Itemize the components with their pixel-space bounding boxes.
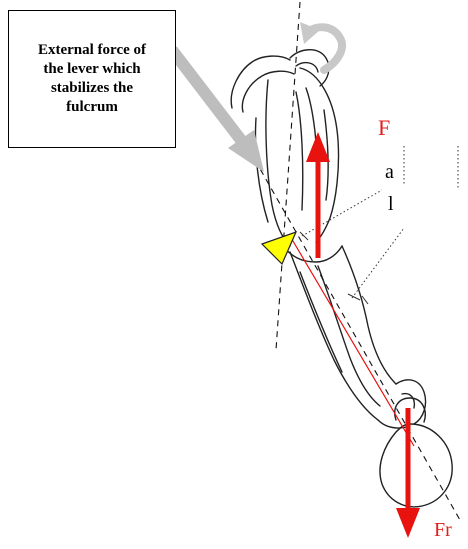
upper-arm-axis-line	[276, 2, 300, 350]
arm-a-leader	[302, 190, 382, 236]
lever-arm-ticks	[300, 232, 368, 304]
lever-arm-leaders	[302, 146, 458, 298]
arm-sketch	[231, 50, 452, 507]
resistance-label: Fr	[434, 520, 452, 540]
external-force-callout: External force of the lever which stabil…	[8, 10, 176, 148]
arm-l-leader	[352, 228, 404, 298]
callout-text: External force of the lever which stabil…	[27, 41, 157, 117]
external-force-arrow	[172, 50, 264, 172]
triangle-fulcrum-icon	[262, 232, 296, 264]
forearm-red-line	[290, 236, 414, 446]
arm-a-label: a	[385, 162, 394, 182]
arm-l-label: l	[388, 194, 394, 214]
force-label: F	[378, 118, 390, 138]
reference-lines	[255, 2, 460, 520]
